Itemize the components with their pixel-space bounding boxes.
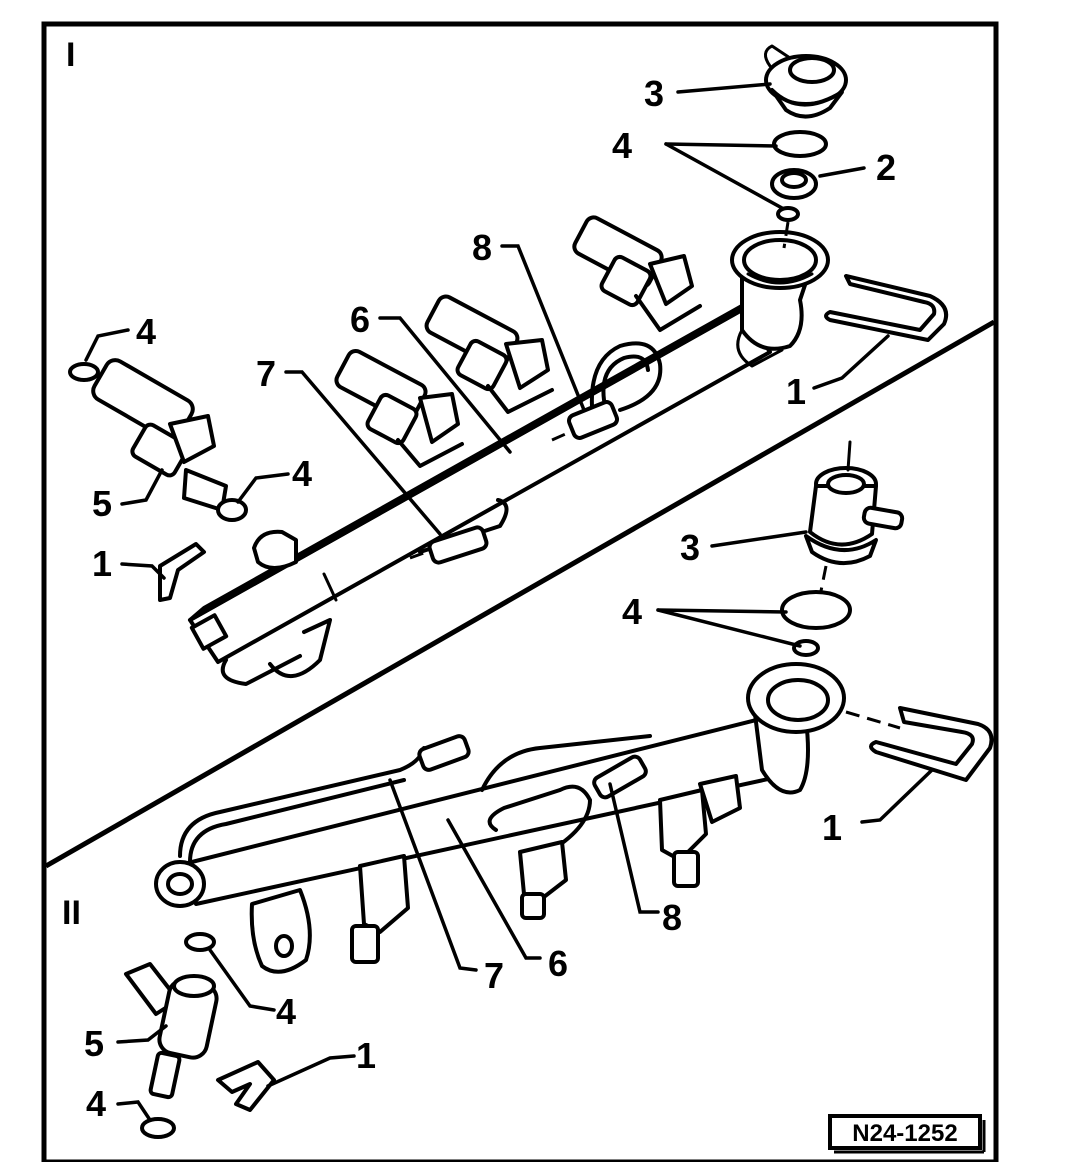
section-II-leaders — [116, 530, 934, 1122]
o-ring-small-II — [792, 639, 820, 657]
callout-4-left-I: 4 — [136, 311, 156, 352]
section-I-callouts: 3 4 2 1 4 4 5 1 6 7 8 — [92, 73, 896, 584]
pressure-regulator-II — [804, 440, 905, 566]
figure-reference: N24-1252 — [852, 1120, 957, 1147]
injector-3-I — [334, 348, 464, 468]
figure-reference-box: N24-1252 — [828, 1114, 986, 1154]
pressure-regulator-I — [764, 44, 848, 119]
injector-cup-I — [252, 529, 298, 570]
section-divider — [44, 319, 996, 869]
injector-1-I — [572, 215, 702, 332]
o-ring-mid-I — [216, 498, 248, 522]
retaining-clip-right-II — [869, 706, 994, 782]
loose-injector-II — [124, 962, 219, 1100]
loose-injector-I — [91, 358, 228, 512]
callout-7-II: 7 — [484, 955, 504, 996]
callout-5-I: 5 — [92, 483, 112, 524]
callout-3-I: 3 — [644, 73, 664, 114]
fuel-line-II — [178, 734, 471, 864]
o-ring-bottom-II — [140, 1117, 176, 1139]
callout-1-bottom-II: 1 — [356, 1035, 376, 1076]
return-line-I — [551, 341, 663, 442]
callout-4-bottom-II: 4 — [86, 1083, 106, 1124]
callout-4-top-II: 4 — [622, 591, 642, 632]
retainer-ring-I — [770, 168, 818, 200]
fuel-line-I — [409, 498, 509, 565]
injector-2-I — [424, 294, 554, 414]
injector-1-II — [658, 774, 742, 888]
injector-2-II — [518, 840, 568, 920]
injector-bracket-II — [249, 888, 312, 974]
regulator-housing-I — [730, 230, 830, 368]
retaining-clip-right-I — [824, 274, 949, 342]
o-ring-small-I — [776, 206, 800, 222]
callout-4-mid-I: 4 — [292, 453, 312, 494]
callout-7-I: 7 — [256, 353, 276, 394]
o-ring-top-II — [780, 590, 852, 630]
callout-3-II: 3 — [680, 527, 700, 568]
callout-8-II: 8 — [662, 897, 682, 938]
return-line-II — [480, 734, 652, 852]
section-I-leaders — [84, 82, 890, 580]
section-II-assembly — [124, 440, 994, 1139]
callout-2-I: 2 — [876, 147, 896, 188]
section-label-II: II — [62, 894, 81, 932]
injector-3-II — [350, 854, 410, 964]
callout-1-right-II: 1 — [822, 807, 842, 848]
callout-5-II: 5 — [84, 1023, 104, 1064]
callout-4-mid-II: 4 — [276, 991, 296, 1032]
callout-1-left-I: 1 — [92, 543, 112, 584]
section-label-I: I — [66, 36, 75, 74]
callout-4-top-I: 4 — [612, 125, 632, 166]
section-II-callouts: 3 4 1 8 6 7 4 5 1 4 — [84, 527, 842, 1124]
o-ring-mid-II — [184, 932, 216, 952]
section-I-assembly — [68, 44, 949, 686]
callout-6-II: 6 — [548, 943, 568, 984]
o-ring-left-I — [68, 362, 100, 382]
retaining-clip-bottom-II — [216, 1060, 276, 1112]
callout-1-right-I: 1 — [786, 371, 806, 412]
diagram-frame — [41, 21, 999, 1162]
retaining-clip-left-I — [158, 542, 206, 602]
callout-6-I: 6 — [350, 299, 370, 340]
o-ring-top-I — [772, 130, 828, 158]
callout-8-I: 8 — [472, 227, 492, 268]
